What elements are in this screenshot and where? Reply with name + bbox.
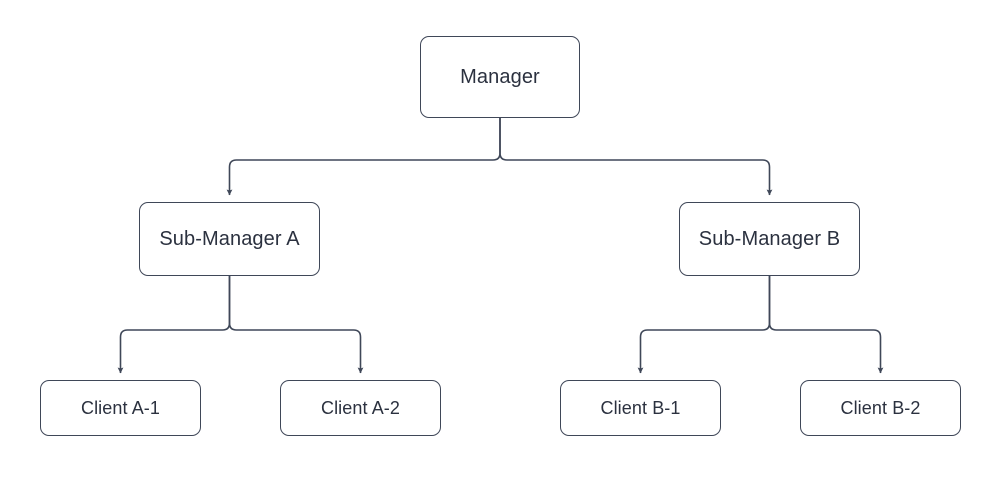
node-manager[interactable]: Manager [420, 36, 580, 118]
edge-sub-manager-b-client-b-1 [637, 276, 771, 374]
node-client-b-1[interactable]: Client B-1 [560, 380, 721, 436]
node-client-b-2[interactable]: Client B-2 [800, 380, 961, 436]
edge-sub-manager-a-client-a-2 [228, 276, 364, 374]
edge-manager-sub-manager-b [499, 118, 773, 196]
node-client-b-1-label: Client B-1 [600, 398, 681, 418]
node-client-a-2[interactable]: Client A-2 [280, 380, 441, 436]
node-sub-manager-b-label: Sub-Manager B [698, 228, 841, 250]
node-client-a-1-label: Client A-1 [80, 398, 161, 418]
node-client-b-2-label: Client B-2 [840, 398, 921, 418]
node-client-a-1[interactable]: Client A-1 [40, 380, 201, 436]
node-client-a-2-label: Client A-2 [320, 398, 401, 418]
edge-sub-manager-b-client-b-2 [768, 276, 884, 374]
node-manager-label: Manager [460, 66, 540, 88]
edge-sub-manager-a-client-a-1 [117, 276, 231, 374]
node-sub-manager-a-label: Sub-Manager A [159, 228, 300, 250]
edge-manager-sub-manager-a [226, 118, 501, 196]
node-sub-manager-a[interactable]: Sub-Manager A [139, 202, 320, 276]
node-sub-manager-b[interactable]: Sub-Manager B [679, 202, 860, 276]
